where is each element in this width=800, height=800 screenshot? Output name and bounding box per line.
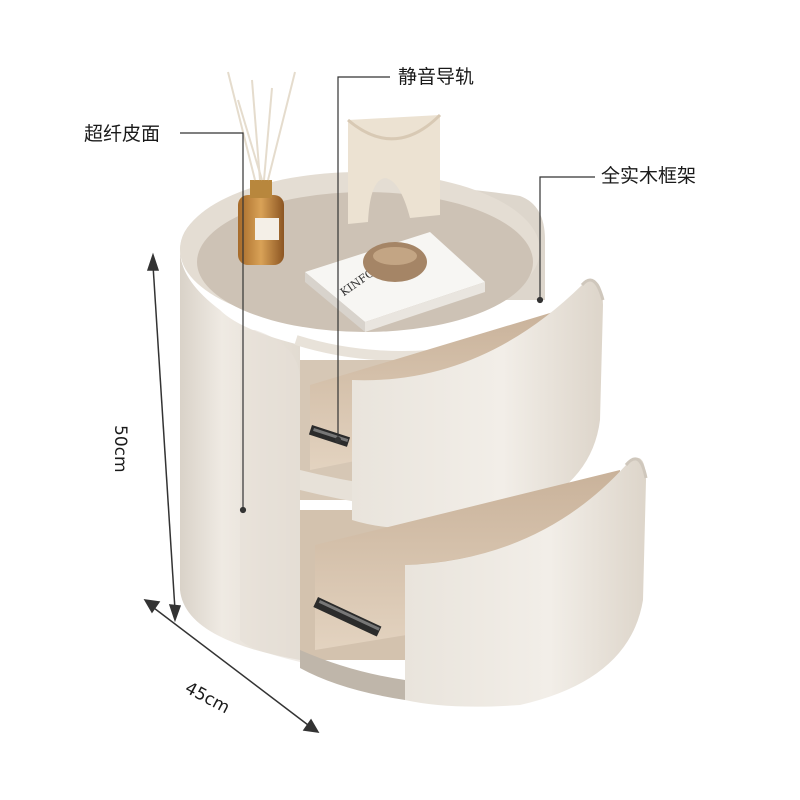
top-rim-edge <box>294 335 431 361</box>
rail-callout-line <box>337 76 390 440</box>
lower-drawer <box>300 457 648 707</box>
frame-callout-line <box>539 176 595 300</box>
silent-rail-label: 静音导轨 <box>398 66 475 88</box>
reed-diffuser-icon <box>227 71 296 265</box>
callout-lines <box>180 76 595 514</box>
upper-drawer-front <box>352 280 603 529</box>
lower-drawer-rail <box>313 596 382 637</box>
depth-arrow <box>149 604 313 729</box>
leather-callout-line <box>180 132 244 510</box>
lower-drawer-front <box>405 457 646 707</box>
decor-items: KINFOLK <box>227 71 485 332</box>
upper-drawer <box>308 278 605 529</box>
base-shadow <box>300 650 405 700</box>
dimension-arrows <box>143 252 320 733</box>
height-arrow <box>152 264 176 611</box>
sculpture-ornament <box>348 115 440 224</box>
solid-wood-frame-label: 全实木框架 <box>601 165 697 187</box>
leather-surface-label: 超纤皮面 <box>84 123 161 145</box>
height-dimension-label: 50cm <box>110 425 130 473</box>
cylinder-side-panel <box>240 330 300 662</box>
